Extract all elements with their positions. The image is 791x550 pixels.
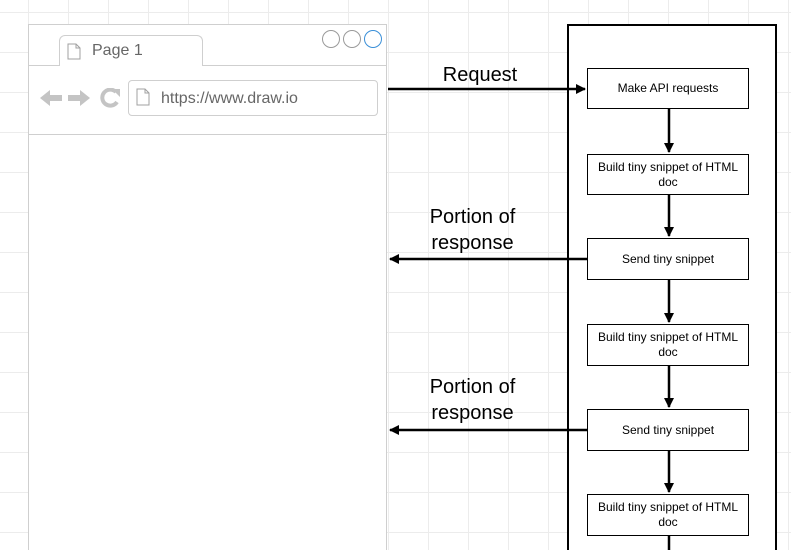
browser-tab[interactable]: Page 1 [59, 35, 203, 66]
forward-arrow-icon[interactable] [67, 88, 91, 108]
step-make-api-requests: Make API requests [587, 68, 749, 109]
back-arrow-icon[interactable] [39, 88, 63, 108]
tab-title: Page 1 [92, 42, 143, 59]
window-controls [322, 30, 382, 48]
step-build-snippet: Build tiny snippet of HTML doc [587, 154, 749, 195]
page-icon [136, 88, 150, 106]
response-label: Portion of response [429, 376, 516, 424]
address-bar[interactable]: https://www.draw.io [128, 80, 378, 116]
reload-icon[interactable] [99, 88, 121, 108]
server-container [567, 24, 777, 550]
browser-nav-bar: https://www.draw.io [29, 66, 386, 135]
request-label: Request [442, 64, 518, 86]
url-text: https://www.draw.io [161, 90, 298, 107]
maximize-icon[interactable] [343, 30, 361, 48]
step-send-snippet: Send tiny snippet [587, 238, 749, 280]
browser-tab-bar: Page 1 [29, 25, 386, 66]
step-build-snippet: Build tiny snippet of HTML doc [587, 494, 749, 536]
browser-window: Page 1 h [28, 24, 387, 550]
step-build-snippet: Build tiny snippet of HTML doc [587, 324, 749, 366]
page-icon [67, 43, 81, 60]
step-send-snippet: Send tiny snippet [587, 409, 749, 451]
close-icon[interactable] [364, 30, 382, 48]
response-label: Portion of response [429, 206, 516, 254]
minimize-icon[interactable] [322, 30, 340, 48]
